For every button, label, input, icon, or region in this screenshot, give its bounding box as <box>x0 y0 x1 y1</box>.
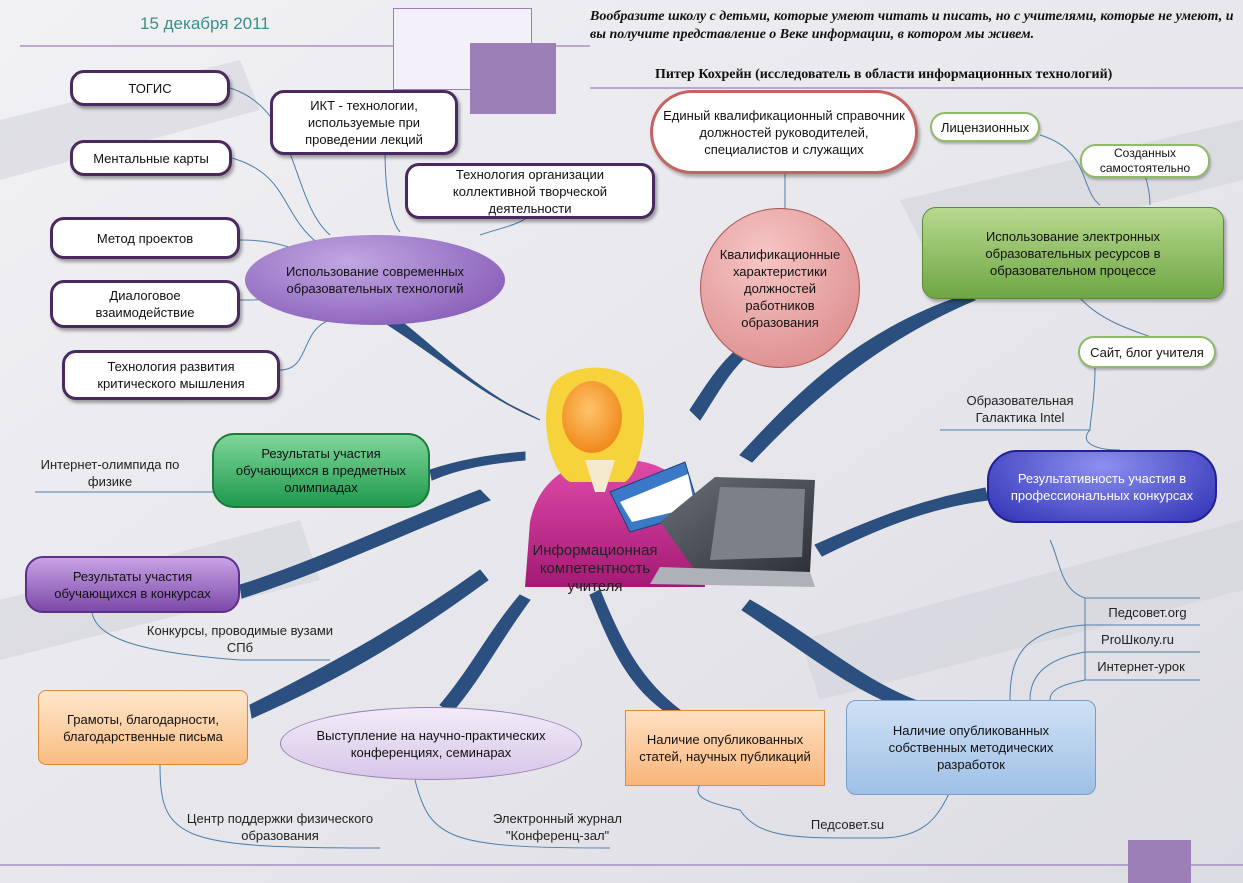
conference-journal-label: Электронный журнал "Конференц-зал" <box>493 811 622 843</box>
epigraph-quote: Вообразите школу с детьми, которые умеют… <box>590 9 1234 42</box>
decor-square-dark <box>470 43 556 114</box>
pro-contests-hub: Результативность участия в профессиональ… <box>987 450 1217 523</box>
epigraph-author: Питер Кохрейн (исследователь в области и… <box>655 67 1113 82</box>
student-contests-hub: Результаты участия обучающихся в конкурс… <box>25 556 240 613</box>
decor-square-bottom <box>1128 840 1191 883</box>
conferences-hub: Выступление на научно-практических конфе… <box>280 707 582 780</box>
olympiads-hub: Результаты участия обучающихся в предмет… <box>212 433 430 508</box>
ict-lectures-node: ИКТ - технологии, используемые при прове… <box>270 90 458 155</box>
internet-olympiad-label: Интернет-олимпида по физике <box>40 457 180 489</box>
slide-date: 15 декабря 2011 <box>140 14 270 33</box>
qualification-hub: Квалификационные характеристики должност… <box>700 208 860 368</box>
pedsovet-su-label: Педсовет.su <box>810 817 885 832</box>
licensed-node: Лицензионных <box>930 112 1040 142</box>
methodical-hub: Наличие опубликованных собственных метод… <box>846 700 1096 795</box>
mind-maps-node: Ментальные карты <box>70 140 232 176</box>
self-created-node: Созданных самостоятельно <box>1080 144 1210 178</box>
eor-hub: Использование электронных образовательны… <box>922 207 1224 299</box>
critical-thinking-node: Технология развития критического мышлени… <box>62 350 280 400</box>
physics-center-label: Центр поддержки физического образования <box>186 811 374 843</box>
teacher-site-node: Сайт, блог учителя <box>1078 336 1216 368</box>
intel-galaxy-label: Образовательная Галактика Intel <box>966 393 1074 425</box>
teacher-with-laptop-icon <box>525 367 815 587</box>
internet-urok-label: Интернет-урок <box>1097 659 1185 674</box>
unified-reference-node: Единый квалификационный справочник должн… <box>650 90 918 174</box>
center-label: Информационная компетентность учителя <box>532 542 658 595</box>
togis-node: ТОГИС <box>70 70 230 106</box>
dialog-interaction-node: Диалоговое взаимодействие <box>50 280 240 328</box>
pedsovet-org-label: Педсовет.org <box>1108 605 1187 620</box>
collective-creative-node: Технология организации коллективной твор… <box>405 163 655 219</box>
modern-technologies-hub: Использование современных образовательны… <box>245 235 505 325</box>
proshkolu-label: ProШколу.ru <box>1101 632 1174 647</box>
awards-hub: Грамоты, благодарности, благодарственные… <box>38 690 248 765</box>
articles-hub: Наличие опубликованных статей, научных п… <box>625 710 825 786</box>
project-method-node: Метод проектов <box>50 217 240 259</box>
spb-contests-label: Конкурсы, проводимые вузами СПб <box>146 623 334 655</box>
